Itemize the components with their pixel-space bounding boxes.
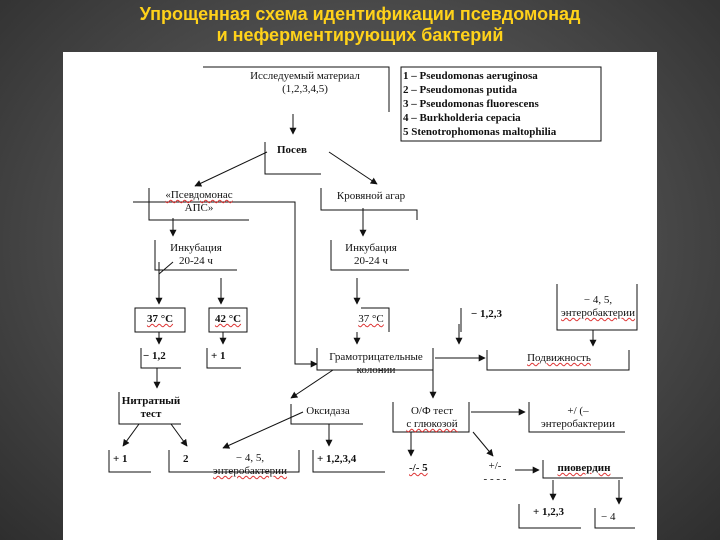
slide-title: Упрощенная схема идентификации псевдомон… [0, 4, 720, 46]
scheme-connectors [108, 66, 638, 529]
bracket-gram [316, 348, 434, 371]
bracket-material [203, 66, 390, 112]
result-minus-123: − 1,2,3 [471, 308, 503, 320]
bracket-incub-left [154, 240, 237, 271]
bracket-nit-plus1 [108, 450, 151, 473]
temp-37-left: 37 °С [146, 313, 174, 325]
motility-test: Подвижность [527, 352, 591, 364]
bracket-of [392, 402, 470, 433]
bracket-nitrate [118, 392, 181, 425]
bracket-motility [486, 350, 630, 371]
legend-item: 3 – Pseudomonas fluorescens [403, 98, 539, 110]
result-minus-45-enterobacteria: − 4, 5, энтеробактерии [561, 294, 635, 319]
bracket-ox-plus [312, 450, 385, 473]
frame-37-left [134, 307, 186, 333]
incubation-right: Инкубация 20-24 ч [345, 242, 397, 267]
bracket-medium-left [148, 188, 249, 221]
bracket-nit-2 [168, 450, 201, 473]
legend-item: 4 – Burkholderia cepacia [403, 112, 521, 124]
material-label: Исследуемый материал (1,2,3,4,5) [250, 70, 360, 95]
incubation-left: Инкубация 20-24 ч [170, 242, 222, 267]
posev-label: Посев [277, 144, 307, 156]
legend-item: 2 – Pseudomonas putida [403, 84, 518, 96]
bracket-incub-right [330, 240, 409, 271]
identification-scheme: Исследуемый материал (1,2,3,4,5) 1 – Pse… [63, 52, 657, 540]
of-result-enterobacteria: +/ (– энтеробактерии [541, 405, 615, 430]
bracket-37-right [361, 307, 390, 332]
bracket-pyo-plus [518, 504, 581, 529]
medium-blood-agar: Кровяной агар [336, 190, 406, 202]
bracket-oxidase [290, 404, 363, 425]
of-result-slash: +/- - - - - [483, 460, 507, 485]
temp-37-right: 37 °С [358, 313, 384, 325]
frame-42 [208, 307, 248, 333]
bracket-ox-minus [199, 450, 300, 473]
bracket-minus-12 [140, 348, 181, 369]
gram-negative-colonies: Грамотрицательные колонии [329, 351, 423, 376]
of-glucose-test: О/Ф тест с глюкозой [406, 405, 458, 430]
result-minus-12: − 1,2 [143, 350, 166, 362]
bracket-of-plus [528, 402, 625, 433]
legend-frame [400, 66, 602, 142]
legend-item: 1 – Pseudomonas aeruginosa [403, 70, 538, 82]
bracket-medium-right [320, 188, 418, 220]
nitrate-result-plus-1: + 1 [113, 453, 128, 465]
nitrate-result-2: 2 [183, 453, 189, 465]
oxidase-result-minus-45: − 4, 5, энтеробактерии [213, 452, 287, 477]
oxidase-result-plus-1234: + 1,2,3,4 [317, 453, 357, 465]
species-legend: 1 – Pseudomonas aeruginosa 2 – Pseudomon… [403, 69, 599, 139]
slide-title-line-2: и неферментирующих бактерий [216, 25, 504, 45]
nitrate-test: Нитратный тест [121, 395, 181, 420]
bracket-plus1 [206, 348, 241, 369]
bracket-minus-45 [556, 284, 638, 331]
pyoverdin-test: пиовердин [557, 462, 611, 474]
of-result-minus-5: -/- 5 [409, 462, 428, 474]
oxidase-test: Оксидаза [306, 405, 350, 417]
slide-title-line-1: Упрощенная схема идентификации псевдомон… [139, 4, 581, 24]
pyoverdin-result-plus-123: + 1,2,3 [533, 506, 565, 518]
pyoverdin-result-minus-4: − 4 [601, 511, 616, 523]
legend-item: 5 Stenotrophomonas maltophilia [403, 126, 557, 138]
medium-psevdomonas-aps: «Псевдомонас АПС» [165, 189, 233, 214]
bracket-pyoverdin [542, 460, 623, 479]
temp-42: 42 °С [214, 313, 242, 325]
bracket-pyo-minus [594, 508, 635, 529]
result-plus-1: + 1 [211, 350, 226, 362]
